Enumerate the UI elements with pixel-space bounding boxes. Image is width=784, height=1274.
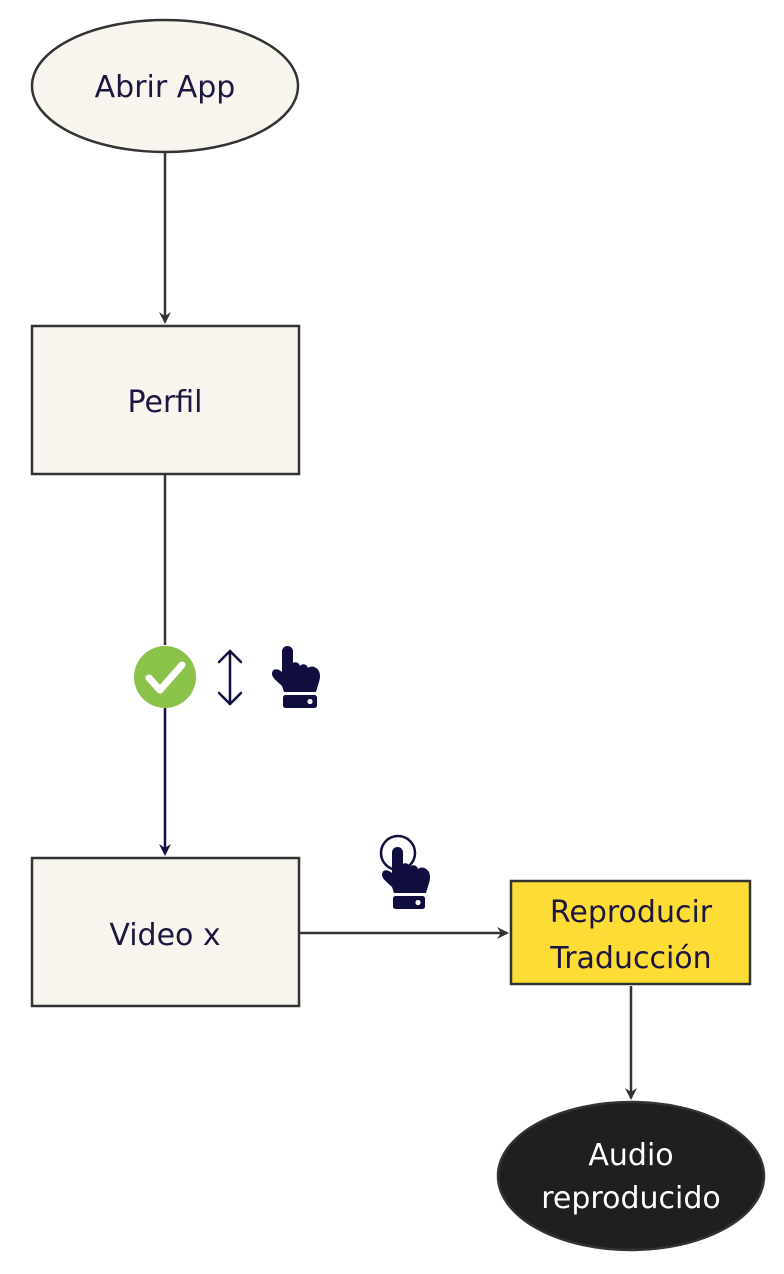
node-abrir-app-label: Abrir App xyxy=(95,70,236,105)
node-perfil-label: Perfil xyxy=(127,385,202,420)
node-abrir-app[interactable]: Abrir App xyxy=(30,18,300,154)
node-reproducir-traduccion-line2: Traducción xyxy=(549,941,711,976)
hand-pointer-tap-icon xyxy=(379,834,430,909)
node-audio-reproducido[interactable]: Audio reproducido xyxy=(496,1100,766,1252)
node-reproducir-traduccion[interactable]: Reproducir Traducción xyxy=(509,879,752,986)
node-video-x[interactable]: Video x xyxy=(30,856,301,1008)
hand-pointer-icon xyxy=(272,646,320,708)
node-video-x-label: Video x xyxy=(109,918,220,953)
vertical-scroll-arrow-icon xyxy=(217,649,243,706)
check-circle-icon xyxy=(134,646,196,708)
node-perfil[interactable]: Perfil xyxy=(30,324,301,476)
node-audio-reproducido-line2: reproducido xyxy=(541,1181,721,1216)
node-audio-reproducido-line1: Audio xyxy=(588,1138,673,1173)
node-reproducir-traduccion-line1: Reproducir xyxy=(550,895,713,930)
